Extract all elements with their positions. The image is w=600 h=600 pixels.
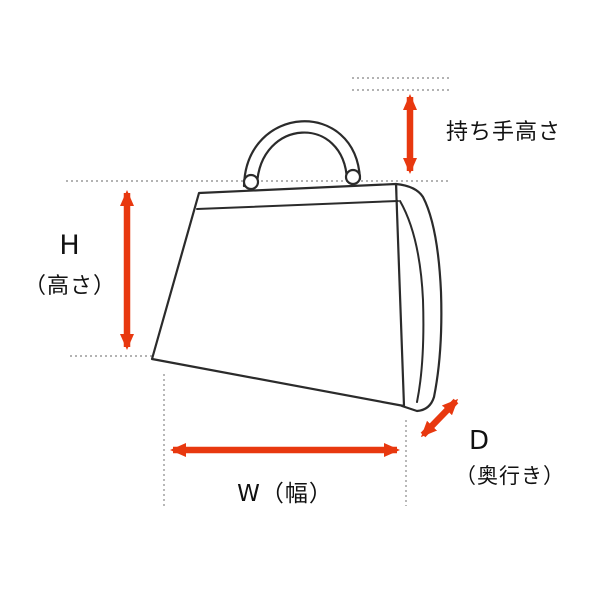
depth-letter-label: D xyxy=(469,426,491,456)
depth-word-label: （奥行き） xyxy=(455,464,565,488)
bag-front-panel xyxy=(150,182,406,408)
handle-ring-right xyxy=(344,168,362,186)
width-label: W（幅） xyxy=(237,481,333,507)
height-letter-label: H xyxy=(59,230,81,261)
dimension-arrows xyxy=(120,94,459,457)
handle-ring-left xyxy=(242,173,260,191)
bag-handle xyxy=(242,120,362,188)
height-word-label: （高さ） xyxy=(23,274,116,299)
depth-arrow xyxy=(420,398,459,438)
bag-gusset-crease xyxy=(399,200,425,403)
bag-frame-band xyxy=(196,200,399,210)
bag-illustration xyxy=(150,120,443,413)
handle-height-label: 持ち手高さ xyxy=(446,120,562,145)
